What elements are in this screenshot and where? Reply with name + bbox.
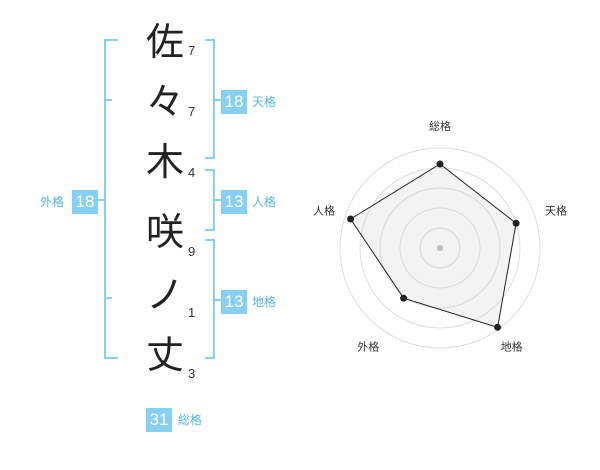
gaikaku-label: 外格 — [40, 195, 65, 209]
radar-axis-label-3: 地格 — [501, 340, 523, 354]
radar-point-5 — [347, 215, 355, 223]
jinkaku-label: 人格 — [252, 195, 277, 209]
radar-ring-1 — [419, 227, 461, 269]
radar-axis-label-1: 総格 — [429, 119, 451, 133]
name-char-6: 丈 — [145, 333, 184, 377]
tenkaku-bracket — [205, 39, 221, 159]
radar-axis-label-4: 外格 — [357, 340, 379, 354]
radar-axis-label-5: 人格 — [313, 203, 335, 217]
soukaku-value: 31 — [146, 408, 172, 432]
tenkaku-value: 18 — [221, 90, 247, 114]
stroke-count-3: 4 — [188, 165, 196, 180]
radar-series-polygon — [349, 163, 517, 328]
name-char-4: 咲 — [145, 210, 184, 254]
radar-axis-label-2: 天格 — [545, 203, 567, 217]
radar-ring-3 — [379, 187, 501, 309]
name-panel: 佐 7 々 7 木 4 咲 9 ノ 1 丈 3 18 天格 13 人格 13 地… — [40, 20, 277, 432]
chikaku-value: 13 — [221, 290, 247, 314]
stroke-count-1: 7 — [188, 43, 196, 58]
name-char-1: 佐 — [145, 20, 184, 64]
radar-ring-4 — [359, 167, 521, 329]
gaikaku-bracket — [98, 39, 118, 359]
name-char-3: 木 — [145, 140, 184, 184]
radar-point-1 — [436, 160, 444, 168]
radar-ring-2 — [399, 207, 481, 289]
stroke-count-5: 1 — [188, 305, 196, 320]
stroke-count-6: 3 — [188, 366, 196, 381]
stroke-count-2: 7 — [188, 104, 196, 119]
radar-point-2 — [512, 219, 520, 227]
radar-center-dot — [437, 245, 443, 251]
radar-point-4 — [400, 294, 408, 302]
chikaku-label: 地格 — [252, 295, 277, 309]
soukaku-label: 総格 — [178, 413, 203, 427]
name-char-2: 々 — [145, 80, 184, 124]
bracket-lines — [98, 39, 221, 359]
radar-point-3 — [494, 323, 502, 331]
jinkaku-value: 13 — [221, 190, 247, 214]
radar-rings — [339, 147, 541, 349]
tenkaku-label: 天格 — [252, 95, 277, 109]
chikaku-bracket — [205, 239, 221, 359]
stroke-count-4: 9 — [188, 244, 196, 259]
radar-data — [347, 160, 520, 331]
radar-ring-5 — [339, 147, 541, 349]
name-char-5: ノ — [145, 273, 184, 317]
gaikaku-value: 18 — [72, 190, 98, 214]
jinkaku-bracket — [205, 169, 221, 231]
